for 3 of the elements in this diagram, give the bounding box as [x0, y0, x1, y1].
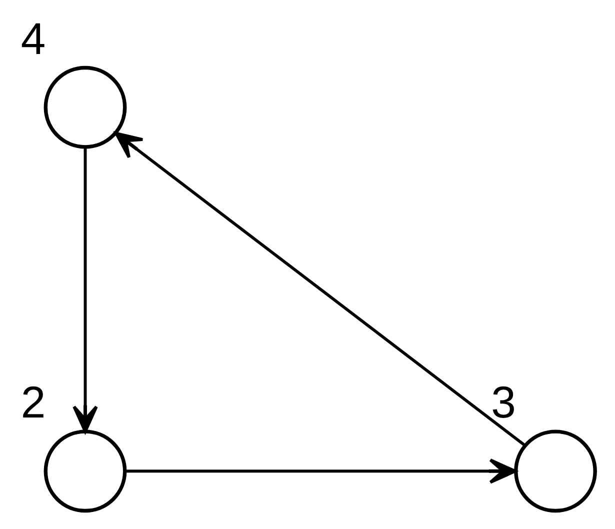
node-label: 2: [20, 378, 46, 428]
node-label: 3: [490, 378, 516, 428]
node-label: 4: [20, 14, 46, 64]
